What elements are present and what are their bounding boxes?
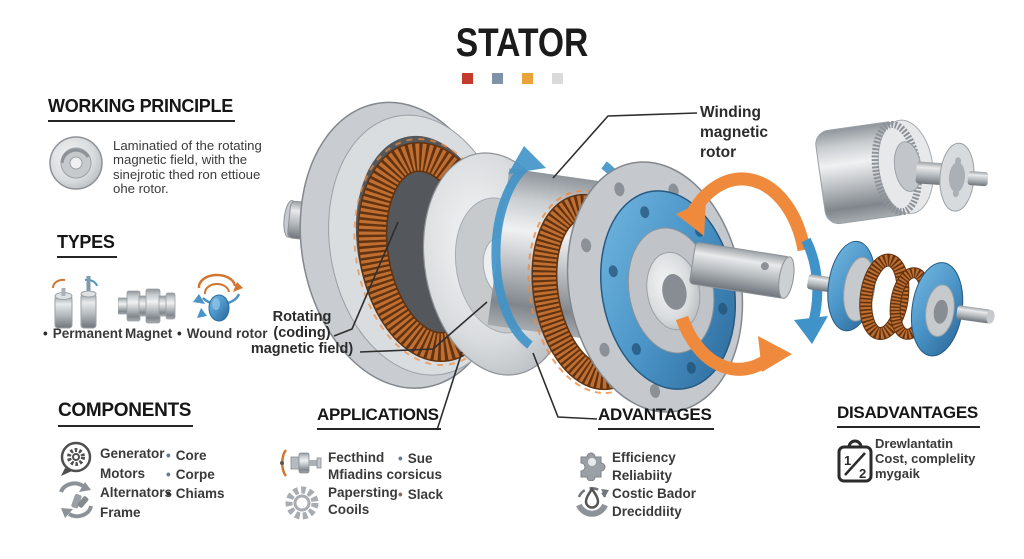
wound-rotor-icon [193, 273, 243, 322]
section-working-principle: WORKING PRINCIPLE Laminatied of the rota… [48, 96, 262, 197]
applications-left-list: Fecthind Mfiadins corsicus Papersting Co… [328, 449, 442, 518]
label-line: magnetic [700, 124, 769, 141]
list-label: Corpe [175, 467, 215, 482]
page-title: STATOR [455, 21, 589, 65]
type-label: Magnet [125, 326, 173, 341]
orange-rotation-arrows [675, 172, 828, 376]
list-item: Reliabiity [612, 468, 673, 483]
list-item: Mfiadins corsicus [328, 467, 443, 483]
text-line: ohe rotor. [113, 181, 169, 197]
list-item: Cost, complelity [875, 450, 976, 466]
components-heading: COMPONENTS [58, 400, 194, 427]
label-winding-magnetic-rotor: Winding magnetic rotor [700, 103, 768, 163]
permanent-magnets-icon [51, 276, 98, 329]
type-label: Wound rotor [186, 326, 268, 341]
list-item: Drewlantatin [875, 436, 954, 451]
text-line: Laminatied of the rotating [113, 138, 262, 153]
working-principle-heading: WORKING PRINCIPLE [48, 96, 235, 122]
working-principle-text: Laminatied of the rotating magnetic fiel… [113, 138, 262, 197]
section-applications: APPLICATIONS Fecthind Mfiadins corsicus … [280, 405, 480, 530]
laminated-core-icon [49, 136, 103, 190]
advantages-list: Efficiency Reliabiity Costic Bador Dreci… [612, 449, 696, 521]
list-label: Slack [407, 487, 444, 502]
applications-heading: APPLICATIONS [317, 405, 441, 430]
color-square [492, 73, 503, 84]
components-left-list: Generator Motors Alternators Frame [100, 444, 172, 522]
leader-lines [333, 112, 698, 431]
list-item: • Sue [398, 451, 433, 466]
list-item: Efficiency [612, 450, 676, 465]
svg-text:2: 2 [859, 466, 866, 481]
list-label: Core [175, 448, 207, 463]
bullet: • [166, 448, 171, 463]
title-color-squares [462, 73, 563, 84]
puzzle-icon [580, 452, 606, 481]
disadvantages-heading: DISADVANTAGES [837, 403, 980, 428]
gear-icon [285, 486, 319, 520]
advantages-heading: ADVANTAGES [598, 405, 714, 430]
list-item: mygaik [875, 465, 920, 481]
label-line: magnetic field) [250, 341, 354, 357]
bullet: • [166, 486, 171, 501]
list-item: Dreciddiity [612, 504, 682, 519]
bullet: • [166, 467, 171, 482]
right-shaft [689, 242, 795, 299]
motor-icon [280, 449, 322, 477]
bullet: • [398, 451, 403, 466]
list-item: Alternators [100, 485, 173, 500]
list-label: Chiams [175, 486, 225, 501]
list-item: Cooils [328, 501, 370, 517]
type-item: • Wound rotor [177, 326, 267, 341]
svg-text:1: 1 [844, 453, 851, 468]
color-square [552, 73, 563, 84]
list-label: Sue [407, 451, 433, 466]
recycle-drop-icon [576, 486, 609, 517]
label-rotating-magnetic-field: Rotating (coding) magnetic field) [250, 309, 354, 357]
section-disadvantages: DISADVANTAGES 1 2 Drewlantatin Cost, com… [835, 403, 1015, 513]
label-line: Winding [700, 104, 761, 121]
mini-render-gray [815, 119, 989, 225]
color-square [522, 73, 533, 84]
list-item: Generator [100, 446, 165, 461]
list-item: Fecthind [328, 450, 385, 465]
rotor-arrows-icon [59, 481, 93, 519]
section-types: TYPES [43, 232, 267, 347]
text-line: sinejrotic thed ron ettioue [113, 166, 261, 182]
type-item: Magnet [125, 326, 172, 341]
section-components: COMPONENTS Generator Motors Alternators … [57, 400, 247, 530]
section-advantages: ADVANTAGES Efficiency Reliabiity Costic … [571, 405, 741, 530]
components-right-list: • Core • Corpe • Chiams [166, 446, 225, 503]
label-line: rotor [700, 144, 737, 161]
list-item: • Chiams [166, 484, 225, 503]
main-motor-assembly [283, 101, 828, 413]
bullet: • [177, 326, 182, 341]
list-item: • Corpe [166, 465, 225, 484]
bullet: • [398, 487, 403, 502]
title-block: STATOR [412, 22, 632, 89]
type-item: • Permanent [43, 326, 123, 341]
list-item: • Core [166, 446, 225, 465]
list-item: • Slack [398, 487, 443, 502]
gear-chat-icon [60, 441, 92, 476]
list-item: Papersting [328, 484, 398, 500]
list-item: Costic Bador [612, 486, 697, 501]
types-heading: TYPES [57, 232, 117, 258]
type-label: Permanent [52, 326, 123, 341]
disadvantages-list: Drewlantatin Cost, complelity mygaik [875, 436, 976, 481]
mini-render-color [807, 240, 995, 357]
color-square [462, 73, 473, 84]
list-item: Motors [100, 465, 145, 481]
bullet: • [43, 326, 48, 341]
half-tag-icon: 1 2 [837, 439, 873, 483]
magnet-shaft-icon [118, 288, 176, 324]
label-line: Rotating [272, 309, 332, 325]
list-item: Frame [100, 504, 141, 520]
blue-flange [599, 190, 737, 390]
text-line: magnetic field, with the [113, 152, 248, 168]
label-line: (coding) [273, 325, 331, 341]
